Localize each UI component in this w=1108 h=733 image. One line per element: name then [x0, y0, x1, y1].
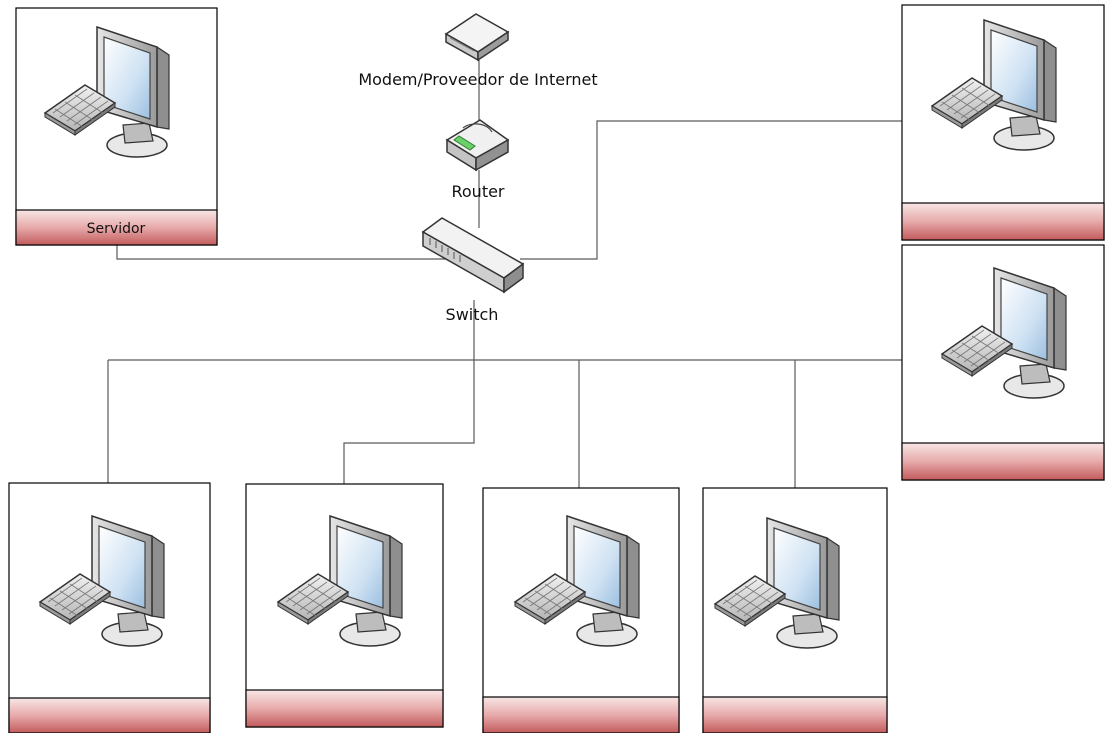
server-label-bar — [15, 209, 218, 246]
modem-icon — [444, 13, 510, 62]
modem: Modem/Proveedor de Internet — [358, 13, 598, 89]
switch-icon — [421, 217, 525, 294]
connection-lines — [107, 60, 902, 488]
computer-pc-right-top — [901, 4, 1105, 241]
pc-label-bar — [482, 696, 680, 733]
computer-pc-bottom-2 — [245, 483, 444, 728]
modem-label: Modem/Proveedor de Internet — [358, 70, 597, 89]
switch-label: Switch — [446, 305, 499, 324]
router-icon — [445, 119, 510, 172]
router-label: Router — [451, 182, 504, 201]
computer-pc-bottom-1 — [8, 482, 211, 733]
pc-label-bar — [901, 442, 1105, 481]
computer-pc-bottom-3 — [482, 487, 680, 733]
switch: Switch — [421, 217, 525, 324]
pc-label-bar — [8, 697, 211, 733]
computer-server: Servidor — [15, 7, 218, 246]
computer-pc-bottom-4 — [702, 487, 888, 733]
pc-label-bar — [901, 202, 1105, 241]
link-switch-pc-right-top — [520, 120, 902, 260]
pc-label-bar — [245, 689, 444, 728]
server-label: Servidor — [87, 221, 146, 237]
computer-pc-right-middle — [901, 244, 1105, 481]
pc-label-bar — [702, 696, 888, 733]
link-pc-bottom-2 — [343, 360, 475, 484]
link-server-switch — [116, 245, 470, 260]
router: Router — [445, 119, 510, 201]
